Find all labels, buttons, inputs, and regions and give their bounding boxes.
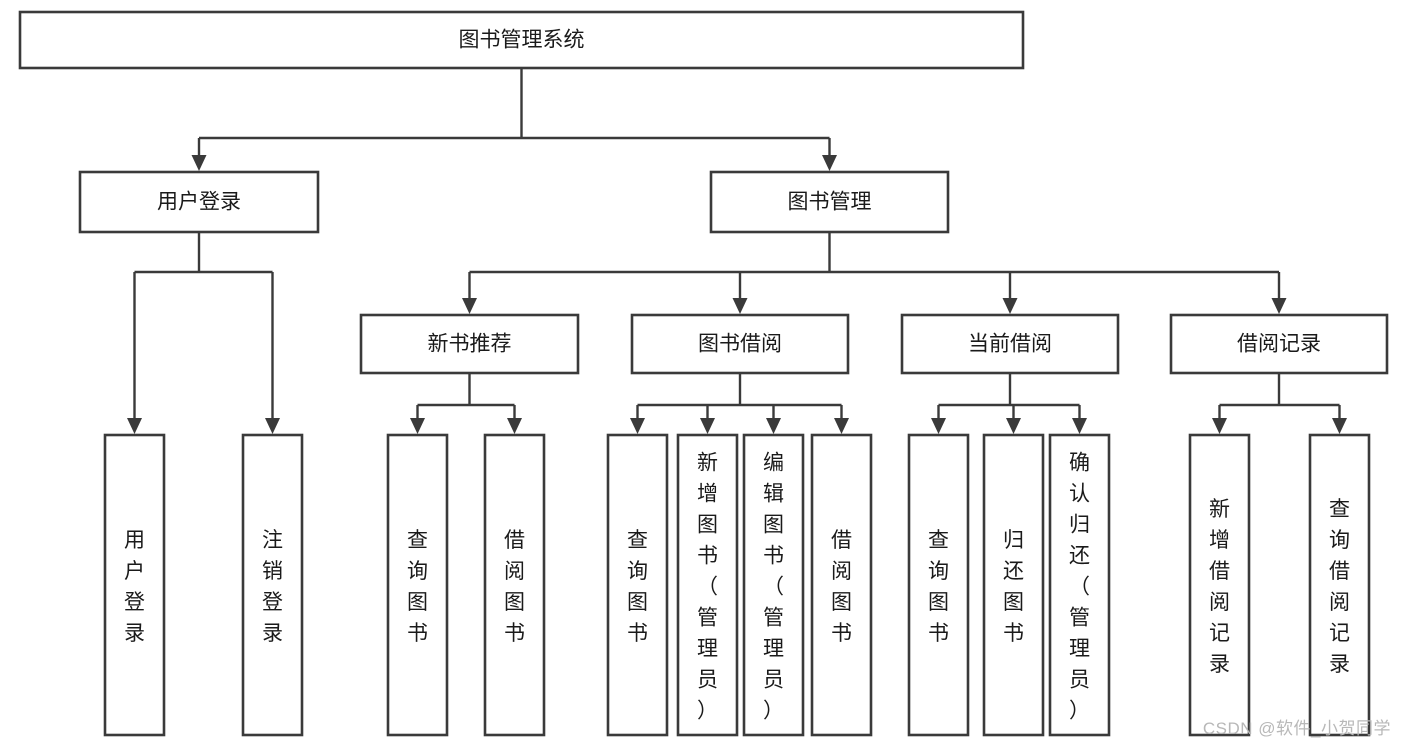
node-box[interactable] <box>606 433 669 737</box>
arrow-head-icon <box>127 418 142 434</box>
node-label: 查询图书 <box>928 529 949 645</box>
node-leaf_record_0[interactable]: 新增借阅记录 <box>1188 433 1251 737</box>
connector-group <box>630 373 849 434</box>
connector-group <box>931 373 1087 434</box>
arrow-head-icon <box>1006 418 1021 434</box>
arrow-head-icon <box>507 418 522 434</box>
node-layer: 图书管理系统用户登录图书管理新书推荐图书借阅当前借阅借阅记录用户登录注销登录查询… <box>18 10 1389 737</box>
node-box[interactable] <box>907 433 970 737</box>
node-label: 用户登录 <box>124 529 145 645</box>
node-label: 查询图书 <box>407 529 428 645</box>
arrow-head-icon <box>410 418 425 434</box>
node-label: 新增图书（管理员） <box>697 452 718 723</box>
node-label: 当前借阅 <box>968 333 1052 356</box>
node-box[interactable] <box>742 433 805 737</box>
node-label: 注销登录 <box>262 529 283 645</box>
node-box[interactable] <box>18 10 1025 70</box>
node-leaf_login_1[interactable]: 注销登录 <box>241 433 304 737</box>
node-label: 图书借阅 <box>698 333 782 356</box>
node-l2_1[interactable]: 图书管理 <box>709 170 950 234</box>
node-label: 新增借阅记录 <box>1209 498 1230 676</box>
node-leaf_new_1[interactable]: 借阅图书 <box>483 433 546 737</box>
node-label: 查询图书 <box>627 529 648 645</box>
connector-group <box>191 68 837 171</box>
arrow-head-icon <box>1332 418 1347 434</box>
arrow-head-icon <box>700 418 715 434</box>
arrow-head-icon <box>822 155 837 171</box>
arrow-head-icon <box>766 418 781 434</box>
arrow-head-icon <box>931 418 946 434</box>
node-box[interactable] <box>386 433 449 737</box>
connector-group <box>1212 373 1347 434</box>
arrow-head-icon <box>732 298 748 314</box>
node-label: 用户登录 <box>157 191 241 214</box>
node-leaf_current_2[interactable]: 确认归还（管理员） <box>1048 433 1111 737</box>
node-box[interactable] <box>676 433 739 737</box>
node-l3_2[interactable]: 当前借阅 <box>900 313 1120 375</box>
node-box[interactable] <box>1048 433 1111 737</box>
node-leaf_borrow_0[interactable]: 查询图书 <box>606 433 669 737</box>
node-box[interactable] <box>78 170 320 234</box>
node-box[interactable] <box>103 433 166 737</box>
node-leaf_record_1[interactable]: 查询借阅记录 <box>1308 433 1371 737</box>
node-l3_3[interactable]: 借阅记录 <box>1169 313 1389 375</box>
node-label: 借阅图书 <box>504 529 525 645</box>
node-l2_0[interactable]: 用户登录 <box>78 170 320 234</box>
node-label: 归还图书 <box>1003 529 1024 645</box>
connector-group <box>462 232 1287 314</box>
arrow-head-icon <box>834 418 849 434</box>
node-leaf_login_0[interactable]: 用户登录 <box>103 433 166 737</box>
node-label: 确认归还（管理员） <box>1069 452 1090 723</box>
node-l3_0[interactable]: 新书推荐 <box>359 313 580 375</box>
connector-layer <box>127 68 1347 434</box>
node-box[interactable] <box>810 433 873 737</box>
node-label: 编辑图书（管理员） <box>763 452 784 723</box>
arrow-head-icon <box>1072 418 1087 434</box>
node-label: 借阅记录 <box>1237 333 1321 356</box>
node-l3_1[interactable]: 图书借阅 <box>630 313 850 375</box>
node-box[interactable] <box>483 433 546 737</box>
node-leaf_borrow_1[interactable]: 新增图书（管理员） <box>676 433 739 737</box>
node-box[interactable] <box>900 313 1120 375</box>
node-box[interactable] <box>1308 433 1371 737</box>
arrow-head-icon <box>265 418 280 434</box>
node-box[interactable] <box>709 170 950 234</box>
node-leaf_new_0[interactable]: 查询图书 <box>386 433 449 737</box>
node-box[interactable] <box>359 313 580 375</box>
node-leaf_borrow_2[interactable]: 编辑图书（管理员） <box>742 433 805 737</box>
arrow-head-icon <box>630 418 645 434</box>
arrow-head-icon <box>1002 298 1018 314</box>
node-label: 图书管理 <box>788 191 872 214</box>
node-label: 借阅图书 <box>831 529 852 645</box>
node-label: 新书推荐 <box>428 333 512 356</box>
node-box[interactable] <box>1188 433 1251 737</box>
node-box[interactable] <box>982 433 1045 737</box>
connector-group <box>410 373 522 434</box>
node-leaf_current_1[interactable]: 归还图书 <box>982 433 1045 737</box>
node-root[interactable]: 图书管理系统 <box>18 10 1025 70</box>
connector-group <box>127 232 280 434</box>
arrow-head-icon <box>1271 298 1287 314</box>
node-leaf_current_0[interactable]: 查询图书 <box>907 433 970 737</box>
arrow-head-icon <box>191 155 207 171</box>
node-label: 图书管理系统 <box>459 29 585 52</box>
arrow-head-icon <box>462 298 477 314</box>
arrow-head-icon <box>1212 418 1227 434</box>
node-box[interactable] <box>1169 313 1389 375</box>
node-box[interactable] <box>630 313 850 375</box>
csdn-watermark: CSDN @软件_小贺同学 <box>1202 719 1391 738</box>
node-leaf_borrow_3[interactable]: 借阅图书 <box>810 433 873 737</box>
node-label: 查询借阅记录 <box>1329 498 1350 676</box>
node-box[interactable] <box>241 433 304 737</box>
